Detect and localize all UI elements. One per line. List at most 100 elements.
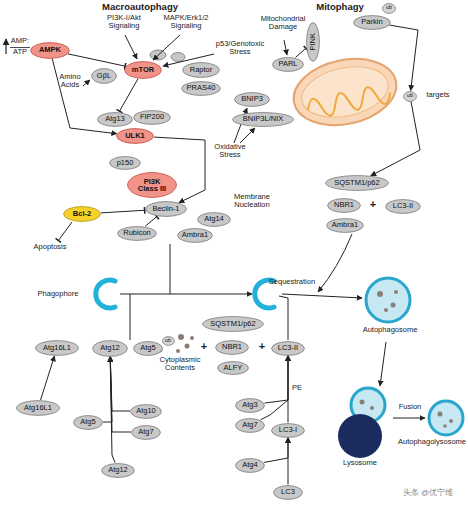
annotation-label: Oxidative Stress bbox=[208, 143, 252, 160]
node-ellipse bbox=[274, 485, 303, 499]
node-text: Atg12 bbox=[100, 344, 120, 352]
activation-arrow bbox=[110, 356, 130, 411]
node-text-layer: Rubicon bbox=[117, 226, 157, 241]
protein-node: Atg5 bbox=[73, 415, 103, 430]
node-text-layer: ub bbox=[162, 336, 175, 346]
protein-node: SQSTM1/p62 bbox=[202, 316, 264, 332]
node-text-layer: Atg16L1 bbox=[35, 340, 79, 356]
protein-node: Bcl-2 bbox=[63, 206, 101, 222]
ubiquitin-tag: ub bbox=[403, 91, 417, 102]
node-ellipse bbox=[92, 69, 117, 84]
protein-node: PARL bbox=[272, 57, 304, 72]
node-text-layer: Atg13 bbox=[97, 112, 133, 127]
node-text: LC3-I bbox=[279, 426, 297, 434]
node-text: Atg16L1 bbox=[43, 344, 71, 352]
cargo-dot bbox=[384, 308, 388, 312]
node-text-layer: PRAS40 bbox=[181, 81, 221, 96]
node-text: Ambra1 bbox=[182, 231, 208, 239]
node-text-layer: Beclin-1 bbox=[145, 201, 187, 217]
node-text-layer: FIP200 bbox=[133, 110, 171, 125]
protein-node: Atg12 bbox=[101, 463, 135, 478]
node-ellipse bbox=[134, 341, 163, 355]
protein-node: ALFY bbox=[217, 361, 249, 375]
cargo-dot bbox=[360, 400, 365, 405]
node-text: ULK1 bbox=[125, 132, 145, 140]
node-text-layer: SQSTM1/p62 bbox=[325, 175, 389, 191]
node-text: LC3 bbox=[281, 488, 295, 496]
inhibition-connector bbox=[68, 54, 126, 66]
node-text-layer: BNIP3 bbox=[234, 92, 270, 107]
inhibition-connector bbox=[101, 210, 145, 213]
signal-arrow bbox=[125, 35, 137, 59]
annotation-label: PI3K-I/Akt Signaling bbox=[94, 14, 154, 31]
cargo-dot bbox=[178, 334, 184, 340]
node-text: Raptor bbox=[190, 66, 213, 74]
activation-arrow bbox=[288, 356, 289, 423]
section-heading: + bbox=[257, 340, 267, 352]
kinase-node: ULK1 bbox=[116, 128, 154, 144]
node-text: PARL bbox=[278, 60, 297, 68]
node-ellipse bbox=[17, 401, 60, 416]
node-ellipse bbox=[162, 337, 174, 346]
node-ellipse bbox=[203, 317, 264, 332]
node-ellipse bbox=[134, 110, 171, 124]
activation-arrow bbox=[288, 438, 289, 485]
signal-arrow bbox=[240, 128, 255, 143]
annotation-label: MAPK/Erk1/2 Signaling bbox=[154, 14, 218, 31]
node-text: Atg7 bbox=[242, 421, 257, 429]
inhibit-line bbox=[58, 222, 72, 241]
protein-node: FIP200 bbox=[133, 110, 171, 125]
node-text: Atg7 bbox=[138, 428, 153, 436]
node-text-layer: ULK1 bbox=[116, 128, 154, 144]
node-ellipse bbox=[236, 398, 265, 412]
cargo-dot bbox=[391, 303, 396, 308]
protein-node: Beclin-1 bbox=[145, 201, 187, 217]
node-text: Bcl-2 bbox=[73, 210, 91, 218]
node-ellipse bbox=[354, 15, 391, 29]
node-ellipse bbox=[272, 341, 305, 355]
node-ellipse bbox=[307, 23, 320, 62]
node-text-layer: LC3-I bbox=[271, 423, 305, 438]
signal-arrow bbox=[284, 40, 287, 55]
activation-arrow bbox=[389, 25, 418, 91]
protein-node: NBR1 bbox=[215, 340, 249, 355]
activation-arrow bbox=[264, 438, 288, 463]
node-text: ALFY bbox=[224, 364, 243, 372]
annotation-label: p53/Genotoxic Stress bbox=[209, 40, 271, 57]
protein-node: Atg4 bbox=[235, 458, 265, 473]
section-heading: Macroautophagy bbox=[90, 2, 190, 12]
lysosome bbox=[338, 414, 382, 458]
node-text-layer: GβL bbox=[91, 68, 117, 84]
inhibition-connector bbox=[296, 48, 307, 57]
annotation-label: Autophagosome bbox=[355, 326, 425, 334]
node-text-layer: LC3 bbox=[273, 485, 303, 500]
pathway-arrow bbox=[120, 294, 252, 295]
node-text: Atg3 bbox=[242, 401, 257, 409]
node-ellipse bbox=[102, 463, 135, 477]
node-ellipse bbox=[383, 3, 396, 13]
annotation-label: Mitochondrial Damage bbox=[253, 15, 313, 32]
protein-node: Atg14 bbox=[197, 212, 231, 227]
node-text: Atg14 bbox=[204, 215, 224, 223]
kinase-node: AMPK bbox=[30, 42, 70, 59]
annotation-label: Sequestration bbox=[263, 278, 321, 286]
node-text: FIP200 bbox=[140, 113, 164, 121]
protein-node: Atg3 bbox=[235, 398, 265, 413]
node-text: PI3K Class III bbox=[136, 178, 168, 193]
node-text-layer: Atg12 bbox=[92, 340, 128, 357]
node-text-layer: Atg14 bbox=[197, 212, 231, 227]
fusion-arrow bbox=[393, 418, 425, 419]
pathway-line bbox=[170, 244, 171, 294]
node-text: Atg10 bbox=[136, 407, 156, 415]
mitochondrion-inner bbox=[297, 59, 393, 124]
node-text: SQSTM1/p62 bbox=[334, 179, 379, 187]
node-ellipse bbox=[328, 198, 361, 212]
protein-node: GβL bbox=[91, 68, 117, 84]
node-ellipse bbox=[326, 176, 389, 191]
node-ellipse bbox=[404, 91, 417, 101]
annotation-label: Fusion bbox=[395, 403, 425, 411]
node-text: Rubicon bbox=[123, 229, 151, 237]
node-text-layer: PINK bbox=[306, 22, 320, 62]
node-text: LC3-II bbox=[393, 202, 413, 210]
